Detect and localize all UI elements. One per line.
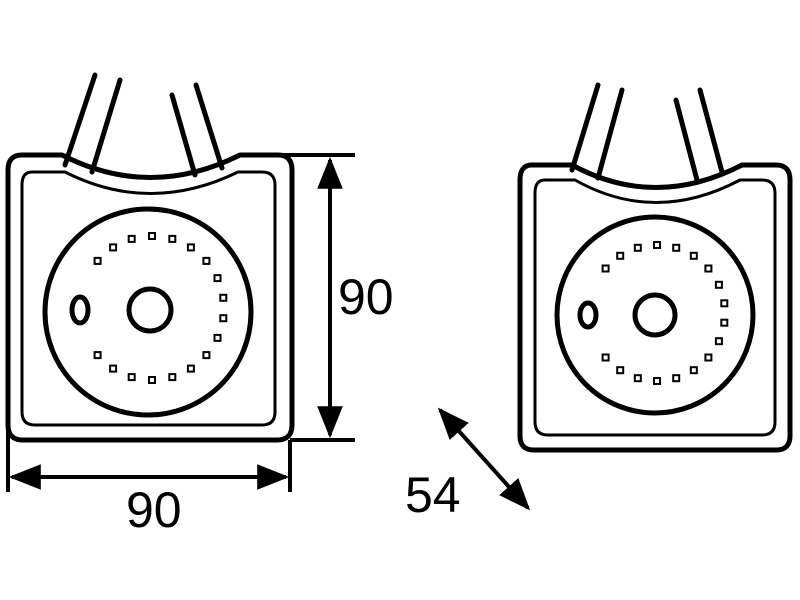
bolt-hole — [93, 256, 102, 265]
bolt-holes — [601, 241, 729, 385]
bolt-hole — [127, 234, 136, 243]
bolt-hole — [672, 374, 681, 383]
flange-circle — [42, 206, 254, 418]
bolt-hole — [93, 351, 102, 360]
bolt-hole — [720, 299, 729, 308]
bolt-hole — [601, 264, 610, 273]
bolt-hole — [186, 364, 195, 373]
bolt-hole — [720, 318, 729, 327]
bolt-hole — [653, 241, 661, 249]
depth-label: 54 — [405, 467, 461, 523]
bolt-hole — [616, 366, 625, 375]
bolt-hole — [633, 243, 642, 252]
bolt-holes — [93, 232, 228, 384]
bolt-hole — [168, 234, 177, 243]
side-hole — [69, 294, 91, 326]
bolt-hole — [109, 364, 118, 373]
cooler-front-view — [5, 72, 295, 443]
center-hole — [126, 286, 174, 334]
pipe-icon — [62, 72, 225, 178]
bolt-hole — [127, 373, 136, 382]
bolt-hole — [704, 353, 713, 362]
bolt-hole — [213, 274, 222, 283]
height-dimension: 90 — [240, 153, 394, 442]
height-label: 90 — [338, 269, 394, 325]
bolt-hole — [148, 376, 156, 384]
bolt-hole — [213, 333, 222, 342]
cooler-body — [5, 152, 295, 443]
bolt-hole — [704, 264, 713, 273]
bolt-hole — [633, 374, 642, 383]
bolt-hole — [714, 280, 723, 289]
bolt-hole — [202, 351, 211, 360]
bolt-hole — [148, 232, 156, 240]
bolt-hole — [714, 337, 723, 346]
bolt-hole — [219, 314, 228, 323]
bolt-hole — [689, 366, 698, 375]
bolt-hole — [186, 243, 195, 252]
depth-dimension: 54 — [405, 407, 531, 523]
width-dimension: 90 — [6, 420, 292, 538]
bolt-hole — [168, 373, 177, 382]
bolt-hole — [616, 251, 625, 260]
bolt-hole — [601, 353, 610, 362]
pipe-icon — [569, 82, 725, 183]
bolt-hole — [109, 243, 118, 252]
width-label: 90 — [126, 482, 182, 538]
bolt-hole — [219, 293, 228, 302]
cooler-side-view — [517, 82, 793, 453]
bolt-hole — [202, 256, 211, 265]
bolt-hole — [672, 243, 681, 252]
bolt-hole — [689, 251, 698, 260]
bolt-hole — [653, 377, 661, 385]
